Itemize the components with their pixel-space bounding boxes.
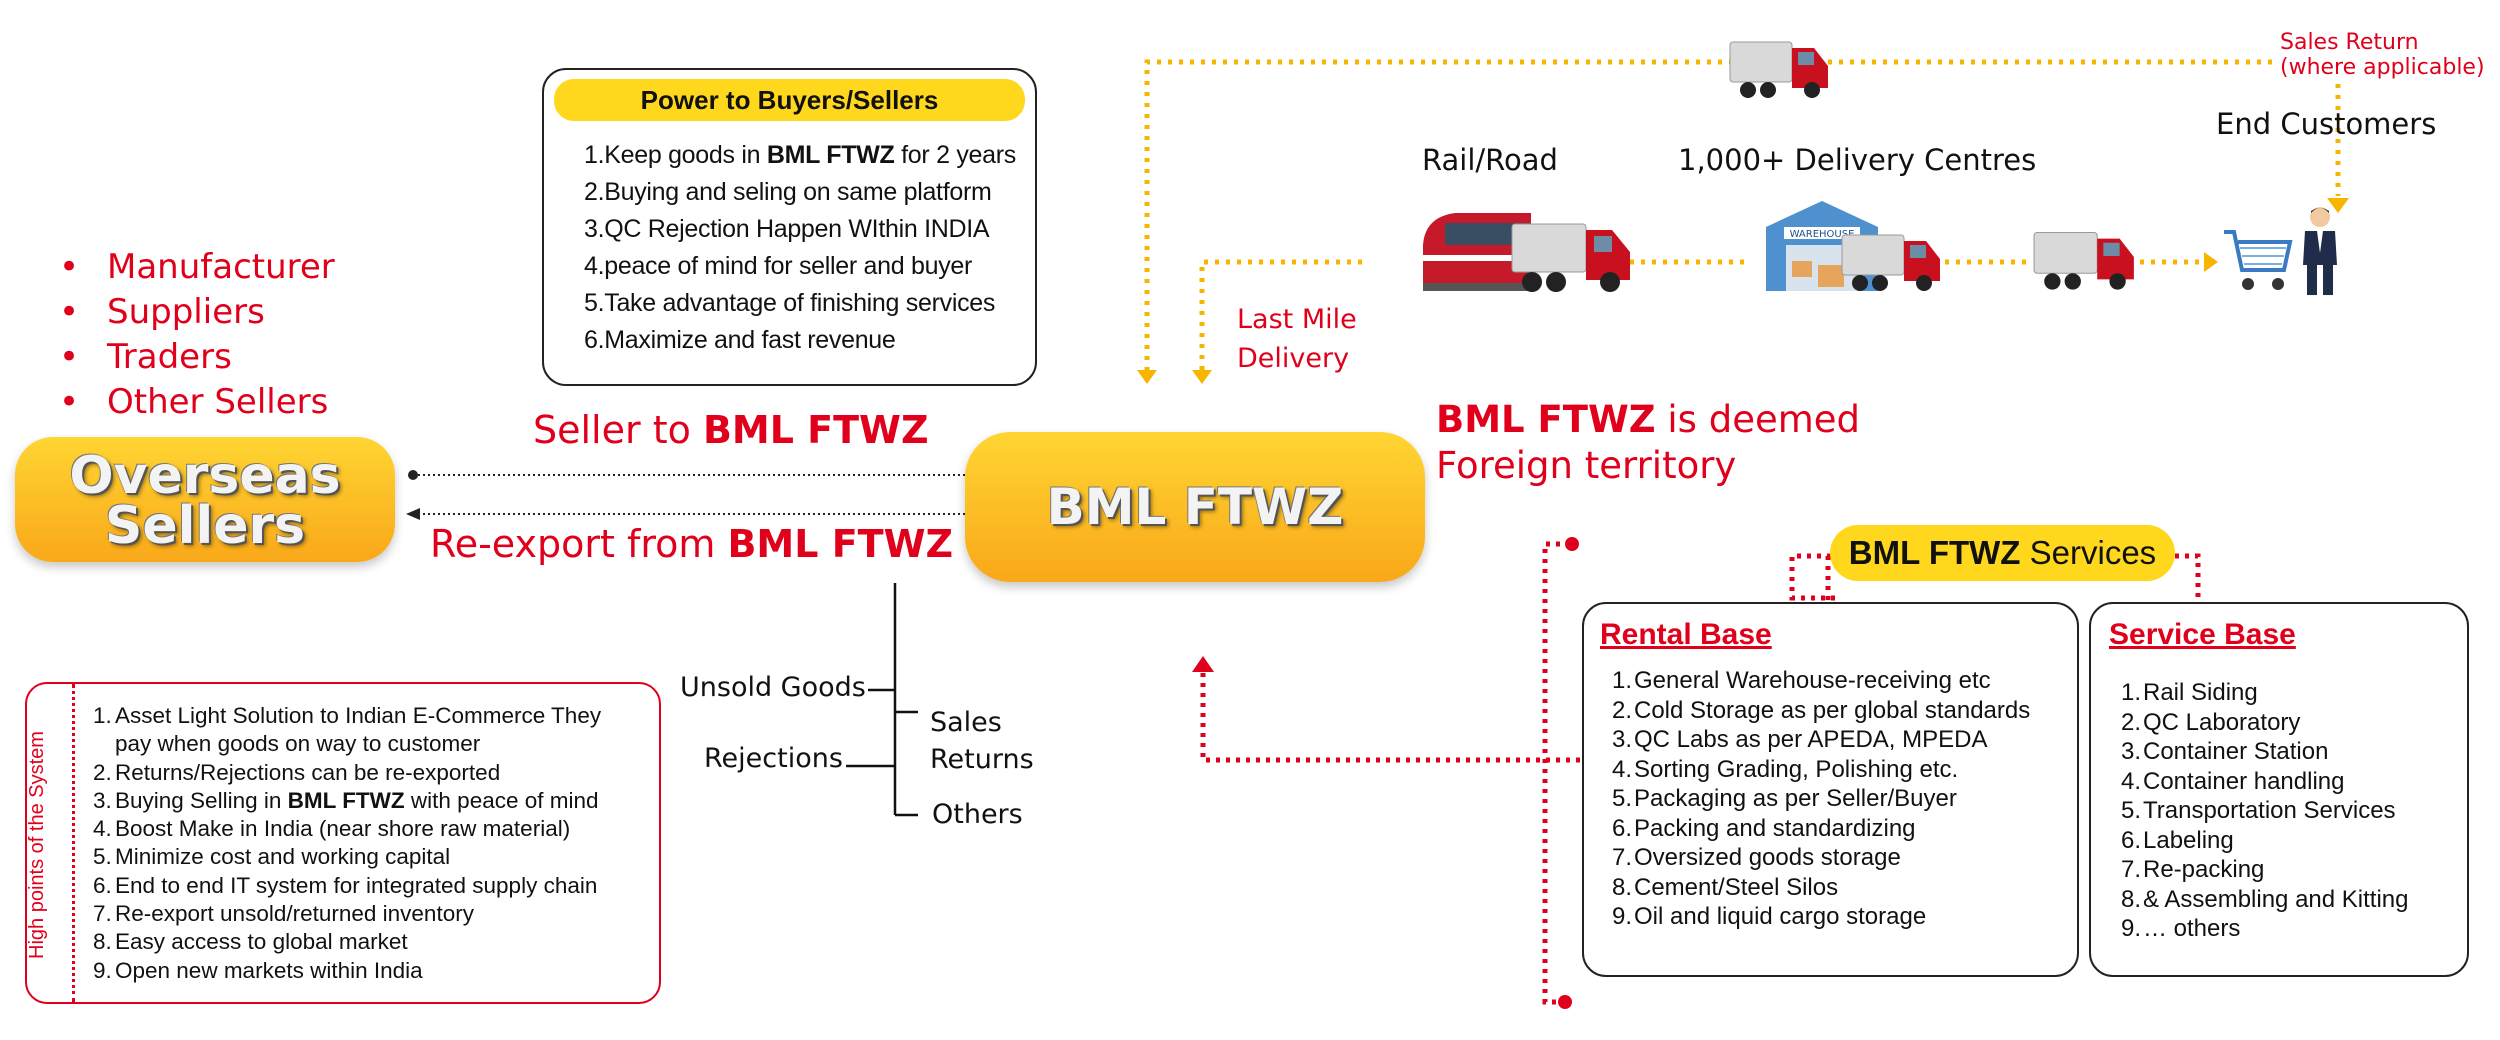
overseas-sellers-node: Overseas Sellers <box>15 437 395 562</box>
bracket-dot-top <box>1565 537 1579 551</box>
deemed-label: BML FTWZ is deemed Foreign territory <box>1436 398 1861 487</box>
overseas-line1: Overseas <box>69 446 341 506</box>
header-links <box>1789 553 2201 601</box>
list-item: 1.Asset Light Solution to Indian E-Comme… <box>93 703 602 757</box>
rental-base-box: Rental Base 1.General Warehouse-receivin… <box>1582 602 2079 977</box>
list-item: 5.Transportation Services <box>2121 797 2396 824</box>
power-box-title: Power to Buyers/Sellers <box>554 79 1025 121</box>
list-item: 6.Labeling <box>2121 826 2234 854</box>
bml-ftwz-label: BML FTWZ <box>1046 478 1344 536</box>
services-arrowhead <box>1192 656 1214 672</box>
list-item: 9.Oil and liquid cargo storage <box>1612 903 1927 930</box>
services-link-path <box>1200 670 1580 763</box>
end-customers-label: End Customers <box>2216 107 2437 141</box>
list-item: 4.Container handling <box>2121 767 2345 795</box>
seller-type-item: Suppliers <box>55 290 335 335</box>
header-to-rental <box>1825 553 1831 600</box>
truck-icon <box>1511 223 1630 292</box>
list-item: 8.& Assembling and Kitting <box>2121 885 2409 913</box>
list-item: 1.General Warehouse-receiving etc <box>1612 667 1991 694</box>
service-base-title: Service Base <box>2109 618 2296 651</box>
shopping-cart-icon <box>2224 230 2293 290</box>
list-item: 8.Easy access to global market <box>93 929 408 955</box>
list-item: 1.Keep goods in BML FTWZ for 2 years <box>584 141 1016 169</box>
arrowhead-right <box>2204 252 2218 272</box>
list-item: 4.peace of mind for seller and buyer <box>584 252 973 280</box>
list-item: 6.Maximize and fast revenue <box>584 326 896 354</box>
train-icon <box>1423 213 1531 291</box>
truck-icon <box>1729 41 1828 98</box>
list-item: 4.Sorting Grading, Polishing etc. <box>1612 755 1959 783</box>
overseas-line2: Sellers <box>104 496 306 556</box>
list-item: 9.… others <box>2121 915 2241 942</box>
list-item: 2.Cold Storage as per global standards <box>1612 696 2031 724</box>
list-item: 2.QC Laboratory <box>2121 708 2301 736</box>
reexport-arrowhead <box>406 508 420 520</box>
list-item: 5.Take advantage of finishing services <box>584 289 996 317</box>
high-points-divider <box>72 684 75 1002</box>
rental-base-title: Rental Base <box>1600 618 1772 651</box>
warehouse-sign: WAREHOUSE <box>1790 229 1855 240</box>
list-item: 3.QC Rejection Happen WIthin INDIA <box>584 215 990 243</box>
list-item: 7.Oversized goods storage <box>1612 844 1901 871</box>
list-item: 3.Buying Selling in BML FTWZ with peace … <box>93 787 599 813</box>
seller-type-item: Other Sellers <box>55 380 335 425</box>
service-base-box: Service Base 1.Rail Siding 2.QC Laborato… <box>2089 602 2469 977</box>
list-item: 5.Packaging as per Seller/Buyer <box>1612 785 1957 812</box>
truck-icon <box>2033 232 2134 290</box>
high-points-list: 1.Asset Light Solution to Indian E-Comme… <box>93 702 601 985</box>
list-item: 7.Re-export unsold/returned inventory <box>93 901 474 927</box>
arrowhead-down-2 <box>1192 370 1212 384</box>
list-item: 3.QC Labs as per APEDA, MPEDA <box>1612 726 1988 753</box>
seller-type-item: Manufacturer <box>55 245 335 290</box>
power-box: Power to Buyers/Sellers 1.Keep goods in … <box>542 68 1037 386</box>
service-list: 1.Rail Siding 2.QC Laboratory 3.Containe… <box>2121 678 2467 944</box>
sales-return-path <box>1144 59 2338 370</box>
reexport-label: Re-export from BML FTWZ <box>430 522 954 566</box>
bracket-dot-bottom <box>1558 995 1572 1009</box>
seller-arrow-dot <box>408 470 418 480</box>
last-mile-path <box>1199 259 1362 370</box>
header-left-connector <box>1792 556 1828 600</box>
rental-list: 1.General Warehouse-receiving etc 2.Cold… <box>1612 666 2077 932</box>
rail-road-label: Rail/Road <box>1422 143 1558 177</box>
power-list: 1.Keep goods in BML FTWZ for 2 years 2.B… <box>584 137 1035 359</box>
last-mile-label: Last Mile Delivery <box>1237 304 1357 374</box>
seller-to-label: Seller to BML FTWZ <box>533 408 929 452</box>
delivery-centres-label: 1,000+ Delivery Centres <box>1678 143 2037 177</box>
arrowhead-down-3 <box>2327 198 2349 213</box>
list-item: 6.Packing and standardizing <box>1612 814 1916 842</box>
list-item: 5.Minimize cost and working capital <box>93 844 451 870</box>
bml-ftwz-node: BML FTWZ <box>965 432 1425 582</box>
seller-type-item: Traders <box>55 335 335 380</box>
arrowhead-down-1 <box>1137 370 1157 384</box>
list-item: 2.Buying and seling on same platform <box>584 178 992 206</box>
qc-rejections-label: Rejections <box>704 743 843 774</box>
others-label: Others <box>932 799 1023 830</box>
unsold-goods-label: Unsold Goods <box>680 672 866 703</box>
list-item: 3.Container Station <box>2121 738 2329 765</box>
sales-returns-label: Sales Returns <box>930 707 1034 775</box>
sales-return-label: Sales Return (where applicable) <box>2278 30 2487 80</box>
list-item: 7.Re-packing <box>2121 856 2265 883</box>
list-item: 2.Returns/Rejections can be re-exported <box>93 759 501 785</box>
list-item: 4.Boost Make in India (near shore raw ma… <box>93 816 571 842</box>
list-item: 1.Rail Siding <box>2121 679 2258 706</box>
truck-icon <box>1841 234 1940 291</box>
services-bracket <box>1542 541 1570 1005</box>
list-item: 6.End to end IT system for integrated su… <box>93 872 598 898</box>
customer-person-icon <box>2303 207 2337 295</box>
list-item: 8.Cement/Steel Silos <box>1612 873 1839 901</box>
seller-types-list: Manufacturer Suppliers Traders Other Sel… <box>55 245 335 425</box>
high-points-vertical-label: High points of the System <box>26 731 48 959</box>
services-header: BML FTWZ Services <box>1830 525 2175 581</box>
high-points-box: High points of the System 1.Asset Light … <box>25 682 661 1004</box>
list-item: 9.Open new markets within India <box>93 957 423 983</box>
